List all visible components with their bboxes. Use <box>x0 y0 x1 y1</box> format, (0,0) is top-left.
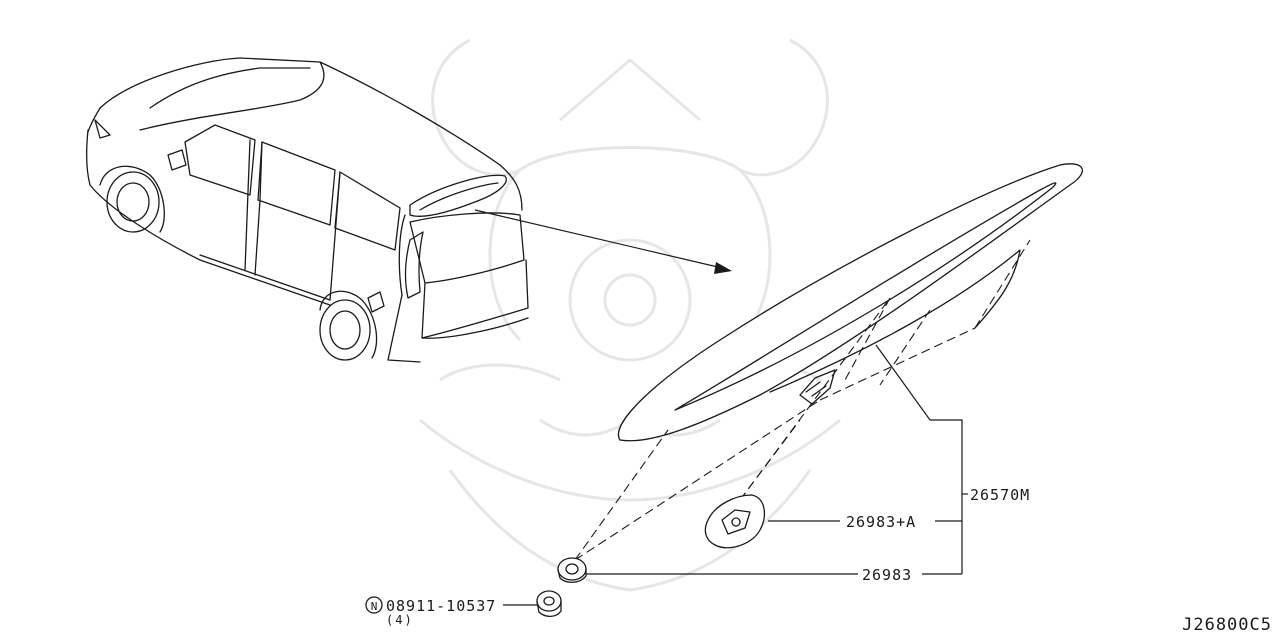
watermark-emblem <box>419 38 841 592</box>
label-main-part: 26570M <box>970 486 1030 504</box>
callout-leaders <box>503 344 968 606</box>
diagram-code: J26800C5 <box>1182 615 1272 635</box>
nut-symbol-badge: N <box>365 596 383 614</box>
label-grommet-a: 26983+A <box>846 513 916 531</box>
grommet-part <box>557 557 587 583</box>
grommet-a-part <box>704 494 766 549</box>
projection-lines <box>574 297 891 561</box>
nut-part <box>536 590 562 618</box>
nut-symbol-letter: N <box>371 600 378 613</box>
vehicle-illustration <box>86 57 529 363</box>
label-nut-qty: (4) <box>386 613 414 627</box>
pointer-arrow <box>474 209 732 274</box>
label-nut: 08911-10537 <box>386 597 496 615</box>
high-mount-stop-lamp <box>617 163 1083 442</box>
label-grommet: 26983 <box>862 566 912 584</box>
